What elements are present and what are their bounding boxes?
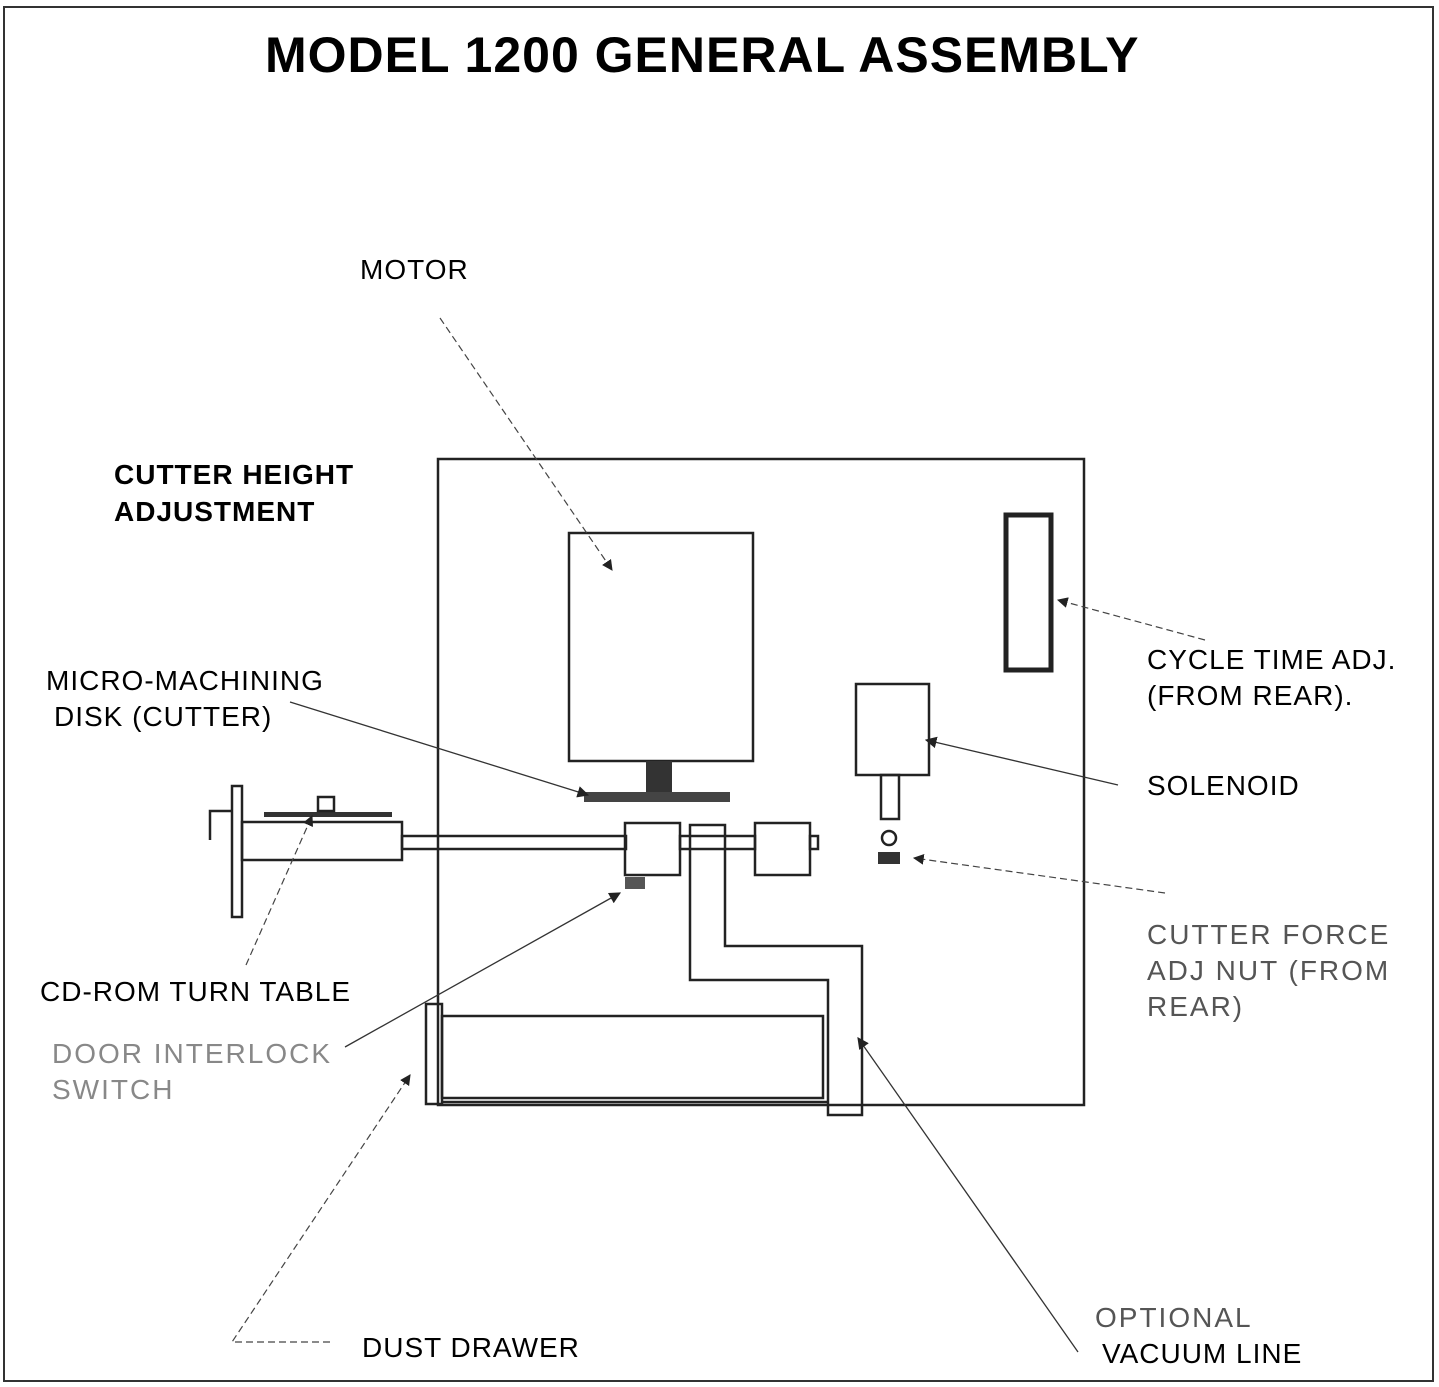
diagram-title: MODEL 1200 GENERAL ASSEMBLY bbox=[265, 27, 1139, 83]
motor-label: MOTOR bbox=[360, 254, 469, 285]
cd-rom-label: CD-ROM TURN TABLE bbox=[40, 976, 351, 1007]
door-interlock-label-line2: SWITCH bbox=[52, 1074, 174, 1105]
cycle-time-adjuster bbox=[1003, 512, 1054, 673]
dust-drawer-front bbox=[424, 1002, 444, 1106]
vacuum-label-line2: VACUUM LINE bbox=[1102, 1338, 1302, 1369]
vacuum-leader bbox=[857, 1037, 1079, 1353]
door-interlock-label-line1: DOOR INTERLOCK bbox=[52, 1038, 332, 1069]
door-interlock-switch bbox=[625, 877, 645, 889]
vacuum-duct bbox=[688, 823, 864, 1117]
micro-disk-leader bbox=[289, 701, 590, 798]
dust-drawer-leader bbox=[230, 1074, 411, 1343]
dust-drawer-label: DUST DRAWER bbox=[362, 1332, 580, 1363]
motor-shaft bbox=[646, 761, 672, 793]
micro-disk-label-line2: DISK (CUTTER) bbox=[54, 701, 272, 732]
cycle-time-label-line2: (FROM REAR). bbox=[1147, 680, 1353, 711]
cutter-force-leader bbox=[912, 853, 1166, 894]
drive-shaft-left bbox=[400, 834, 628, 851]
turntable-housing bbox=[240, 820, 404, 862]
turntable-clamp bbox=[316, 795, 336, 813]
motor-body bbox=[567, 531, 755, 763]
dust-drawer-body bbox=[440, 1014, 825, 1100]
cutter-force-nut bbox=[878, 852, 900, 864]
cutter-force-label-line1: CUTTER FORCE bbox=[1147, 919, 1390, 950]
solenoid-leader bbox=[924, 736, 1119, 786]
vacuum-label-line1: OPTIONAL bbox=[1095, 1302, 1253, 1333]
cd-rom-leader bbox=[245, 815, 314, 966]
shaft-end bbox=[808, 834, 820, 851]
solenoid-plunger bbox=[879, 773, 901, 821]
door-interlock-leader bbox=[344, 892, 622, 1048]
turntable-platter bbox=[264, 812, 392, 817]
solenoid-label: SOLENOID bbox=[1147, 770, 1300, 801]
shaft-block-left bbox=[623, 821, 682, 877]
cutter-force-label-line2: ADJ NUT (FROM bbox=[1147, 955, 1390, 986]
solenoid-body bbox=[854, 682, 931, 777]
cycle-time-leader bbox=[1056, 597, 1206, 641]
cutter-disk bbox=[584, 792, 730, 802]
cutter-force-label-line3: REAR) bbox=[1147, 991, 1244, 1022]
cycle-time-label-line1: CYCLE TIME ADJ. bbox=[1147, 644, 1396, 675]
turntable-handle bbox=[208, 809, 232, 840]
micro-disk-label-line1: MICRO-MACHINING bbox=[46, 665, 324, 696]
solenoid-pin bbox=[880, 829, 898, 847]
cutter-height-label-line2: ADJUSTMENT bbox=[114, 496, 315, 527]
turntable-flange bbox=[230, 784, 244, 919]
shaft-block-right bbox=[753, 821, 812, 877]
motor-leader bbox=[439, 317, 613, 571]
main-housing bbox=[436, 457, 1086, 1107]
cutter-height-label-line1: CUTTER HEIGHT bbox=[114, 459, 354, 490]
page-border bbox=[3, 6, 1434, 1382]
